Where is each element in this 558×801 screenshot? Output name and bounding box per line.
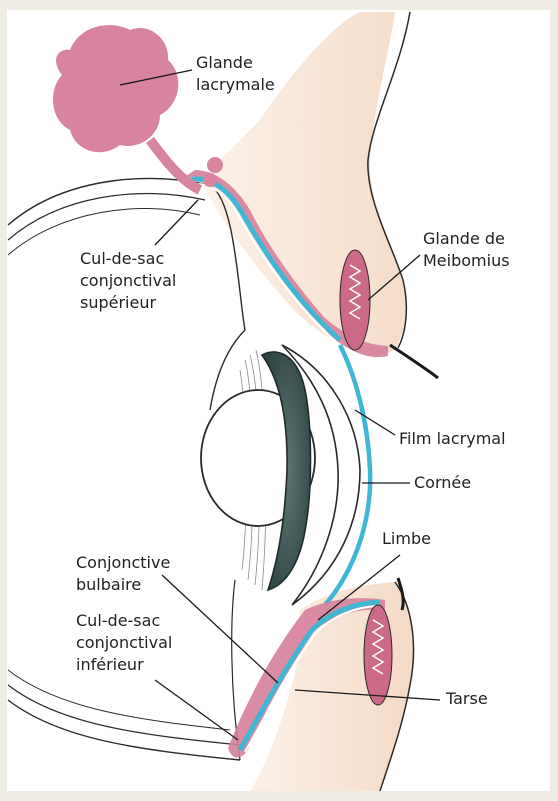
- lacrimal-gland: [53, 25, 223, 190]
- upper-eyelash: [390, 345, 438, 378]
- label-cul-de-sac-inferieur: Cul-de-sac conjonctival inférieur: [76, 610, 172, 676]
- label-film-lacrymal: Film lacrymal: [399, 428, 506, 450]
- label-glande-meibomius: Glande de Meibomius: [423, 228, 510, 272]
- lower-meibomian-gland: [364, 605, 392, 705]
- label-tarse: Tarse: [446, 688, 488, 710]
- label-conjonctive-bulbaire: Conjonctive bulbaire: [76, 552, 170, 596]
- upper-meibomian-gland: [340, 250, 370, 350]
- label-glande-lacrymale: Glande lacrymale: [196, 52, 275, 96]
- label-cornee: Cornée: [414, 472, 471, 494]
- label-limbe: Limbe: [382, 528, 431, 550]
- label-cul-de-sac-superieur: Cul-de-sac conjonctival supérieur: [80, 248, 176, 314]
